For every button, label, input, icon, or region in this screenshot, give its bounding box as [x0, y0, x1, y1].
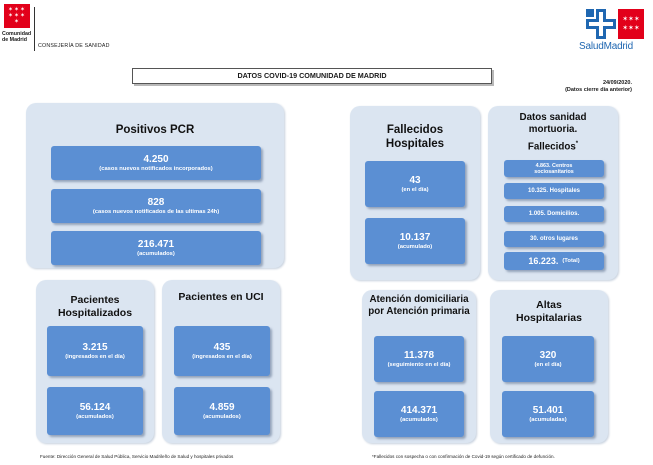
fallecidos-word: Fallecidos	[527, 141, 576, 153]
department-name: CONSEJERÍA DE SANIDAD	[38, 43, 110, 49]
mortuoria-item-text: 10.325. Hospitales	[527, 187, 581, 194]
mortuoria-total-label: (Total)	[562, 258, 580, 264]
mortuoria-item: 30. otros lugares	[504, 231, 604, 247]
domiciliaria-acumulados-tile: 414.371 (acumulados)	[374, 391, 464, 437]
fallecidos-hospitales-panel: Fallecidos Hospitales 43 (en el día) 10.…	[350, 106, 480, 280]
domiciliaria-label: (seguimiento en el día)	[387, 361, 451, 368]
mortuoria-item: 10.325. Hospitales	[504, 183, 604, 199]
uci-value: 435	[213, 341, 231, 353]
uci-dia-tile: 435 (ingresados en el día)	[174, 326, 270, 376]
domiciliaria-panel: Atención domiciliaria por Atención prima…	[362, 290, 476, 443]
hospitalizados-title: Pacientes Hospitalizados	[57, 294, 133, 319]
altas-value: 320	[539, 349, 557, 361]
mortuoria-item: 4.863. Centros sociosanitarios	[504, 160, 604, 177]
mortuoria-item-text: 30. otros lugares	[529, 235, 579, 242]
uci-label: (ingresados en el día)	[192, 353, 252, 360]
footnote-marker: *	[575, 141, 579, 147]
pcr-panel: Positivos PCR 4.250 (casos nuevos notifi…	[26, 103, 284, 268]
fallecidos-hospitales-title: Fallecidos Hospitales	[385, 124, 445, 150]
fallecidos-dia-tile: 43 (en el día)	[365, 161, 465, 207]
page-title: DATOS COVID-19 COMUNIDAD DE MADRID	[132, 68, 492, 84]
hospitalizados-dia-tile: 3.215 (ingresados en el día)	[47, 326, 143, 376]
hospitalizados-value: 56.124	[79, 401, 111, 413]
pcr-label: (casos nuevos notificados de las ultimas…	[92, 208, 220, 215]
pcr-title: Positivos PCR	[115, 124, 195, 136]
altas-label: (acumuladas)	[529, 416, 567, 423]
hospitalizados-acumulados-tile: 56.124 (acumulados)	[47, 387, 143, 435]
pcr-value: 828	[147, 196, 165, 208]
fallecidos-label: (acumulado)	[397, 243, 433, 250]
mortuoria-total-value: 16.223.	[528, 256, 559, 266]
mortuoria-panel: Datos sanidad mortuoria. Fallecidos* 4.8…	[488, 106, 618, 280]
uci-label: (acumulados)	[203, 413, 241, 420]
uci-title: Pacientes en UCI	[178, 291, 264, 303]
svg-text:✶✶✶: ✶✶✶	[622, 15, 640, 23]
date-note: (Datos cierre día anterior)	[565, 87, 632, 93]
pcr-tile-acumulados: 216.471 (acumulados)	[51, 231, 261, 265]
salud-madrid-logo-icon: ✶✶✶ ✶✶✶	[586, 9, 644, 39]
header-separator	[34, 7, 35, 51]
fallecidos-value: 43	[409, 174, 421, 186]
domiciliaria-value: 11.378	[403, 349, 435, 361]
fallecidos-value: 10.137	[399, 231, 431, 243]
hospitalizados-label: (ingresados en el día)	[65, 353, 125, 360]
altas-dia-tile: 320 (en el día)	[502, 336, 594, 382]
fallecidos-label: (en el día)	[401, 186, 429, 193]
altas-title: Altas Hospitalarias	[516, 299, 582, 324]
hospitalizados-value: 3.215	[82, 341, 108, 353]
date-value: 24/09/2020.	[602, 80, 632, 86]
domiciliaria-value: 414.371	[400, 404, 438, 416]
pcr-label: (acumulados)	[137, 250, 175, 257]
pcr-value: 4.250	[143, 153, 169, 165]
mortuoria-subtitle: Fallecidos*	[488, 141, 618, 152]
pcr-tile-24h: 828 (casos nuevos notificados de las ult…	[51, 189, 261, 223]
hospitalizados-label: (acumulados)	[76, 413, 114, 420]
pcr-value: 216.471	[137, 238, 175, 250]
report-date: 24/09/2020. (Datos cierre día anterior)	[562, 80, 632, 94]
domiciliaria-title: Atención domiciliaria por Atención prima…	[368, 294, 470, 317]
footer-note: *Fallecidos con sospecha o con confirmac…	[372, 454, 555, 459]
altas-acumuladas-tile: 51.401 (acumuladas)	[502, 391, 594, 437]
altas-value: 51.401	[532, 404, 564, 416]
mortuoria-item: 1.005. Domicilios.	[504, 206, 604, 222]
pcr-tile-incorporados: 4.250 (casos nuevos notificados incorpor…	[51, 146, 261, 180]
mortuoria-title: Datos sanidad mortuoria.	[519, 112, 587, 135]
mortuoria-item-text: 1.005. Domicilios.	[528, 210, 580, 217]
salud-madrid-name: SaludMadrid	[579, 41, 633, 52]
hospitalizados-panel: Pacientes Hospitalizados 3.215 (ingresad…	[36, 280, 154, 443]
mortuoria-total-tile: 16.223. (Total)	[504, 252, 604, 270]
altas-panel: Altas Hospitalarias 320 (en el día) 51.4…	[490, 290, 608, 443]
pcr-label: (casos nuevos notificados incorporados)	[99, 165, 213, 172]
uci-acumulados-tile: 4.859 (acumulados)	[174, 387, 270, 435]
cm-logo-name: Comunidad de Madrid	[2, 31, 32, 43]
domiciliaria-dia-tile: 11.378 (seguimiento en el día)	[374, 336, 464, 382]
comunidad-madrid-flag-logo: ✶✶✶✶✶✶✶	[4, 4, 30, 28]
altas-label: (en el día)	[534, 361, 562, 368]
footer-source: Fuente: Dirección General de Salud Públi…	[40, 454, 234, 459]
uci-value: 4.859	[209, 401, 235, 413]
fallecidos-acumulado-tile: 10.137 (acumulado)	[365, 218, 465, 264]
domiciliaria-label: (acumulados)	[400, 416, 438, 423]
mortuoria-item-text: 4.863. Centros sociosanitarios	[534, 162, 574, 175]
uci-panel: Pacientes en UCI 435 (ingresados en el d…	[162, 280, 280, 443]
svg-text:✶✶✶: ✶✶✶	[622, 24, 640, 32]
stars-icon: ✶✶✶✶✶✶✶	[7, 7, 27, 25]
